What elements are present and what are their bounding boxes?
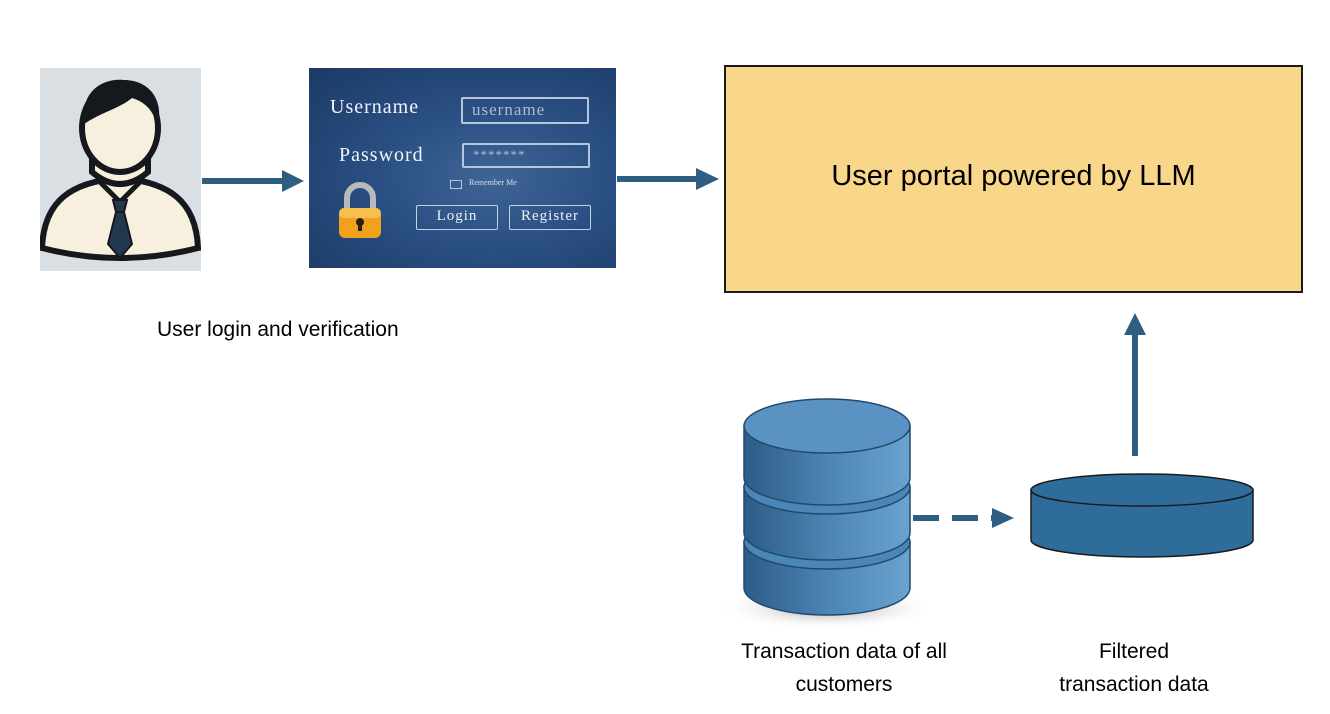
- password-label: Password: [339, 144, 424, 166]
- all-data-caption-line1: Transaction data of all: [741, 640, 947, 663]
- padlock-icon: [335, 182, 385, 247]
- database-icon: [716, 390, 937, 640]
- all-data-caption-line2: customers: [795, 673, 893, 696]
- remember-me-checkbox[interactable]: [450, 180, 462, 189]
- filtered-data-caption-line2: transaction data: [1059, 673, 1209, 696]
- login-button[interactable]: Login: [416, 205, 498, 230]
- remember-me-label: Remember Me: [469, 178, 517, 187]
- arrow-filtered-to-portal: [1124, 313, 1146, 456]
- all-data-caption: Transaction data of all customers: [694, 635, 994, 701]
- portal-title: User portal powered by LLM: [831, 159, 1196, 192]
- username-label: Username: [330, 96, 420, 118]
- filtered-data-caption: Filtered transaction data: [1024, 635, 1244, 701]
- user-avatar-icon: [38, 68, 202, 271]
- llm-portal-box: User portal powered by LLM: [724, 65, 1303, 293]
- arrow-user-to-login: [202, 170, 304, 192]
- username-input[interactable]: username: [461, 97, 589, 124]
- login-form-panel: Username username Password ******* Remem…: [309, 68, 616, 268]
- filtered-data-caption-line1: Filtered: [1098, 640, 1170, 663]
- password-input[interactable]: *******: [462, 143, 590, 168]
- filtered-database-icon: [1028, 470, 1256, 571]
- arrow-login-to-portal: [617, 168, 719, 190]
- login-caption: User login and verification: [157, 318, 399, 341]
- register-button[interactable]: Register: [509, 205, 591, 230]
- dashed-arrow-all-to-filtered: [913, 508, 1014, 528]
